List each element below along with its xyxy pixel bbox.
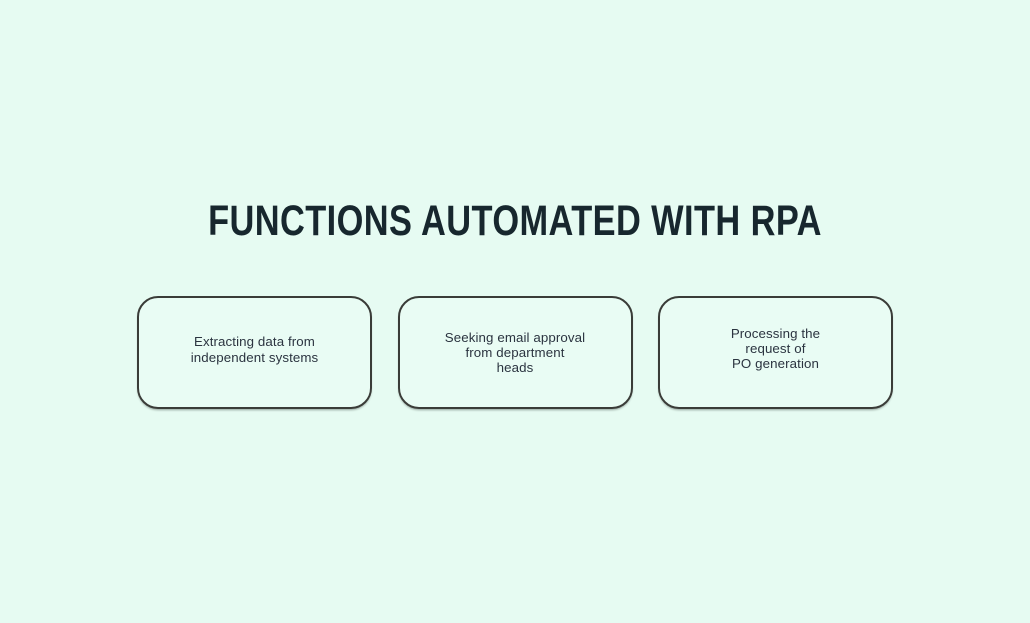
card-extracting-data[interactable]: Extracting data from independent systems <box>137 296 372 409</box>
card-row: Extracting data from independent systems… <box>137 296 893 411</box>
card-label: Seeking email approval from department h… <box>444 329 586 376</box>
card-email-approval[interactable]: Seeking email approval from department h… <box>397 296 633 409</box>
card-label: Processing the request of PO generation <box>730 325 821 372</box>
card-po-generation[interactable]: Processing the request of PO generation <box>658 296 893 409</box>
page-title: Functions automated with RPA <box>208 197 822 245</box>
card-label: Extracting data from independent systems <box>190 334 319 365</box>
